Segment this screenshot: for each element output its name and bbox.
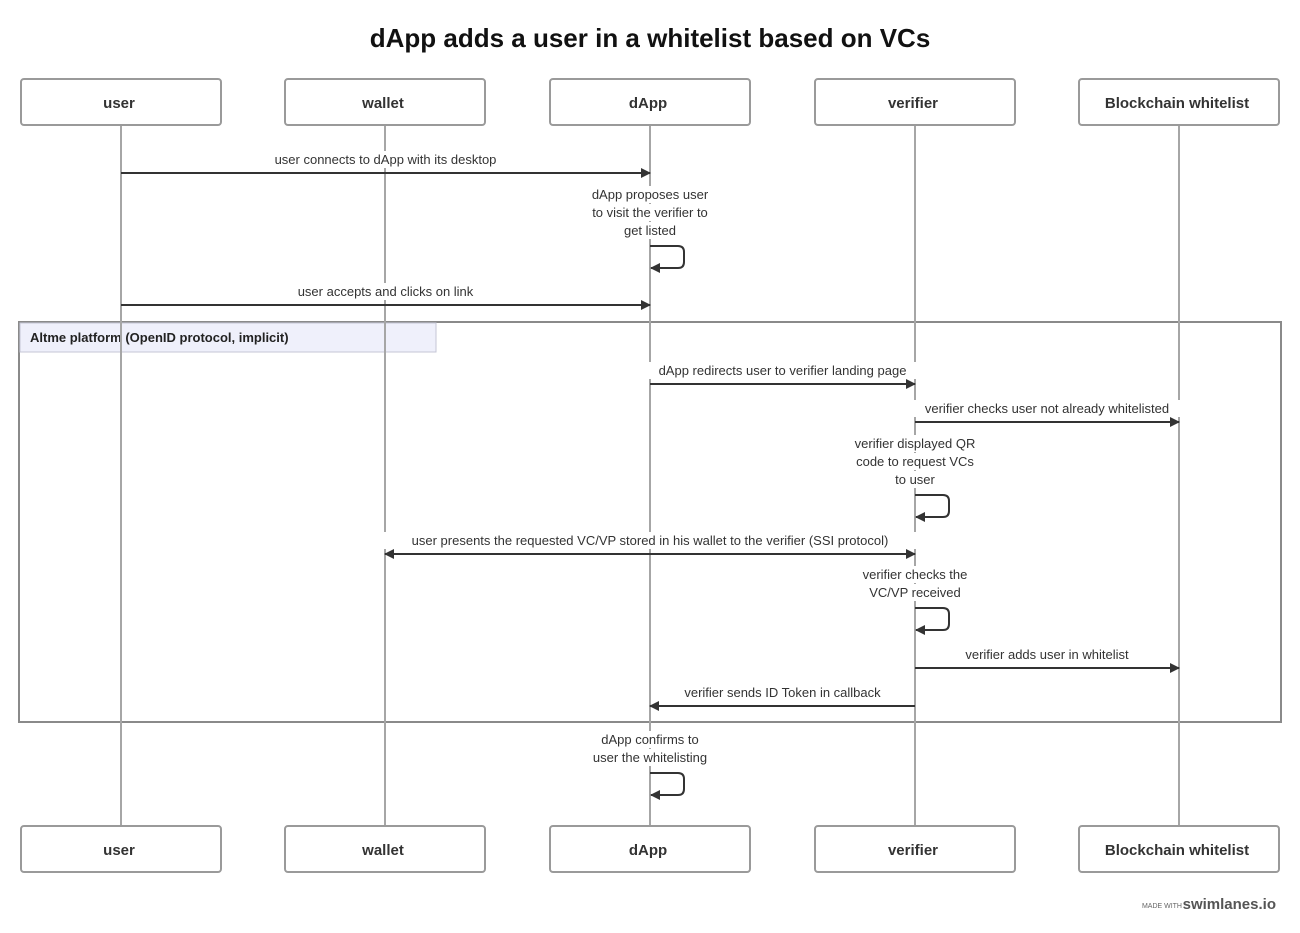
message-7: user presents the requested VC/VP stored… xyxy=(374,532,926,559)
label-background xyxy=(594,731,706,748)
label-background xyxy=(849,566,981,583)
label-background xyxy=(666,684,899,701)
actor-label: dApp xyxy=(629,842,667,859)
message-label: dApp proposes user xyxy=(592,187,709,202)
message-label: user connects to dApp with its desktop xyxy=(275,152,497,167)
actor-whitelist-bottom[interactable]: Blockchain whitelist xyxy=(1078,825,1280,873)
message-11: dApp confirms to user the whitelisting xyxy=(577,731,723,800)
label-background xyxy=(587,186,713,203)
self-message-arrow xyxy=(915,607,950,635)
actor-label: user xyxy=(103,842,135,859)
message-label: user the whitelisting xyxy=(593,750,707,765)
messages-layer: user connects to dApp with its desktop dA… xyxy=(121,151,1192,800)
message-label: verifier checks the xyxy=(863,567,968,582)
message-label: verifier displayed QR xyxy=(855,436,976,451)
actor-label: dApp xyxy=(629,95,667,112)
message-label: verifier sends ID Token in callback xyxy=(684,685,881,700)
self-message-arrow xyxy=(650,245,685,273)
actor-box xyxy=(1078,78,1280,126)
footer: MADE WITH swimlanes.io xyxy=(1142,896,1276,913)
message-label: dApp confirms to xyxy=(601,732,699,747)
actor-label: Blockchain whitelist xyxy=(1105,842,1249,859)
diagram-title: dApp adds a user in a whitelist based on… xyxy=(370,23,931,53)
label-background xyxy=(842,435,988,452)
actor-label: Blockchain whitelist xyxy=(1105,95,1249,112)
actor-label: wallet xyxy=(361,842,404,859)
actor-label: user xyxy=(103,95,135,112)
actor-verifier-top[interactable]: verifier xyxy=(814,78,1016,126)
message-label: VC/VP received xyxy=(869,585,961,600)
message-label: verifier adds user in whitelist xyxy=(965,647,1129,662)
label-background xyxy=(282,283,489,300)
message-label: user presents the requested VC/VP stored… xyxy=(412,533,889,548)
label-background xyxy=(849,453,981,470)
label-background xyxy=(259,151,512,168)
message-label: get listed xyxy=(624,223,676,238)
self-message-arrow xyxy=(915,494,950,522)
group-label: Altme platform (OpenID protocol, implici… xyxy=(30,330,289,345)
actor-box xyxy=(284,825,486,873)
actor-whitelist-top[interactable]: Blockchain whitelist xyxy=(1078,78,1280,126)
message-label: user accepts and clicks on link xyxy=(298,284,474,299)
message-label: verifier checks user not already whiteli… xyxy=(925,401,1169,416)
actor-box xyxy=(814,78,1016,126)
label-background xyxy=(614,222,686,239)
message-label: to user xyxy=(895,472,935,487)
actor-dapp-top[interactable]: dApp xyxy=(549,78,751,126)
actor-user-bottom[interactable]: user xyxy=(20,825,222,873)
label-background xyxy=(577,749,723,766)
message-2: dApp proposes user to visit the verifier … xyxy=(567,186,733,273)
actor-verifier-bottom[interactable]: verifier xyxy=(814,825,1016,873)
label-background xyxy=(374,532,926,549)
label-background xyxy=(888,471,942,488)
actor-label: verifier xyxy=(888,842,938,859)
label-background xyxy=(902,400,1192,417)
actor-wallet-top[interactable]: wallet xyxy=(284,78,486,126)
actor-box xyxy=(284,78,486,126)
message-9: verifier adds user in whitelist xyxy=(915,646,1180,673)
actor-box xyxy=(1078,825,1280,873)
message-4: dApp redirects user to verifier landing … xyxy=(637,362,928,389)
label-background xyxy=(637,362,928,379)
message-label: to visit the verifier to xyxy=(592,205,708,220)
message-10: verifier sends ID Token in callback xyxy=(649,684,915,711)
message-label: code to request VCs xyxy=(856,454,974,469)
group-tag xyxy=(19,322,437,353)
actor-label: wallet xyxy=(361,95,404,112)
message-5: verifier checks user not already whiteli… xyxy=(902,400,1192,427)
message-label: dApp redirects user to verifier landing … xyxy=(659,363,907,378)
message-1: user connects to dApp with its desktop xyxy=(121,151,651,178)
label-background xyxy=(943,646,1151,663)
label-background xyxy=(567,204,733,221)
label-background xyxy=(865,584,965,601)
actor-box xyxy=(549,825,751,873)
message-6: verifier displayed QR code to request VCs… xyxy=(842,435,988,522)
actor-box xyxy=(814,825,1016,873)
actor-box xyxy=(549,78,751,126)
actor-box xyxy=(20,78,222,126)
self-message-arrow xyxy=(650,772,685,800)
actor-user-top[interactable]: user xyxy=(20,78,222,126)
actor-dapp-bottom[interactable]: dApp xyxy=(549,825,751,873)
message-3: user accepts and clicks on link xyxy=(121,283,651,310)
actor-label: verifier xyxy=(888,95,938,112)
footer-brand[interactable]: swimlanes.io xyxy=(1183,896,1276,913)
actor-box xyxy=(20,825,222,873)
actor-wallet-bottom[interactable]: wallet xyxy=(284,825,486,873)
footer-made-with: MADE WITH xyxy=(1142,903,1182,910)
